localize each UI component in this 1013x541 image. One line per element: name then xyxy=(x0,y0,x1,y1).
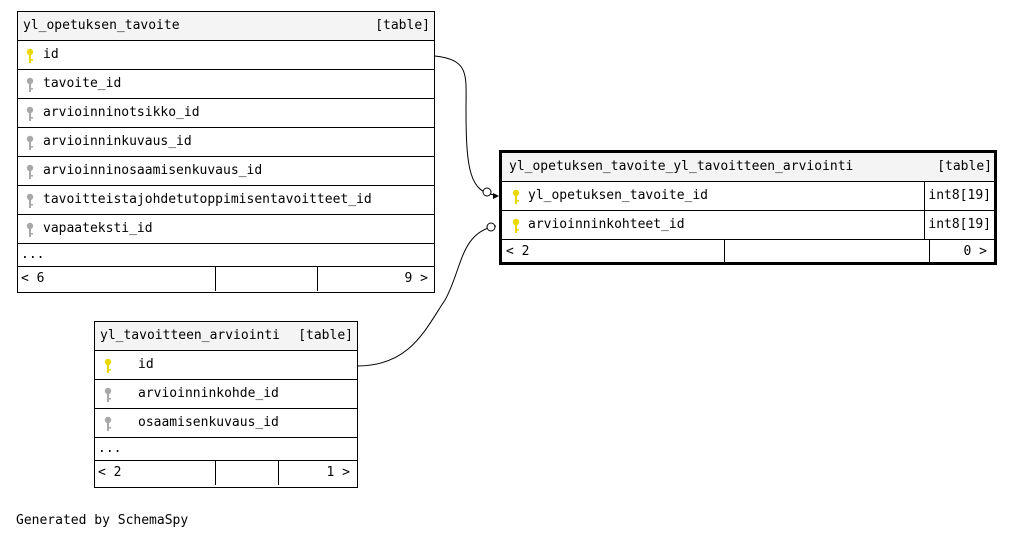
column-type: int8[19] xyxy=(924,182,991,210)
parent-count[interactable]: < 6 xyxy=(21,271,45,286)
column-row[interactable]: id xyxy=(95,351,357,380)
more-columns-indicator[interactable]: ... xyxy=(95,438,357,461)
foreign-key-icon xyxy=(104,416,112,431)
table-footer: < 6 9 > xyxy=(18,267,434,291)
edge-tavoite-to-join xyxy=(434,55,497,196)
column-name: arvioinninkohde_id xyxy=(138,386,279,401)
column-name: id xyxy=(43,47,59,62)
table-type-tag: [table] xyxy=(375,18,430,33)
foreign-key-icon xyxy=(26,164,34,179)
table-header: yl_opetuksen_tavoite_yl_tavoitteen_arvio… xyxy=(502,153,994,182)
column-row[interactable]: osaamisenkuvaus_id xyxy=(95,409,357,438)
column-row[interactable]: arvioinninkuvaus_id xyxy=(18,128,434,157)
parent-count[interactable]: < 2 xyxy=(98,465,122,480)
table-name: yl_opetuksen_tavoite xyxy=(23,18,180,33)
foreign-key-icon xyxy=(26,106,34,121)
row-count xyxy=(215,267,317,291)
primary-key-icon xyxy=(26,48,34,63)
row-count xyxy=(215,461,278,485)
column-row[interactable]: vapaateksti_id xyxy=(18,215,434,244)
column-row[interactable]: arvioinninkohde_id xyxy=(95,380,357,409)
column-name: arvioinninkohteet_id xyxy=(528,217,685,232)
child-count[interactable]: 1 > xyxy=(278,461,357,485)
foreign-key-icon xyxy=(104,387,112,402)
table-footer: < 2 1 > xyxy=(95,461,357,485)
edge-arviointi-optional-marker xyxy=(486,222,496,232)
column-name: arvioinninkuvaus_id xyxy=(43,134,192,149)
table-footer: < 2 0 > xyxy=(502,240,994,264)
column-name: arvioinninotsikko_id xyxy=(43,105,200,120)
edge-tavoite-many-marker xyxy=(493,193,499,199)
column-name: tavoite_id xyxy=(43,76,122,91)
primary-key-icon xyxy=(512,189,520,204)
generated-by-note: Generated by SchemaSpy xyxy=(16,513,189,528)
edge-arviointi-to-join xyxy=(356,225,497,367)
table-type-tag: [table] xyxy=(937,159,992,174)
table-type-tag: [table] xyxy=(298,328,353,343)
column-name: id xyxy=(138,357,154,372)
column-row[interactable]: id xyxy=(18,41,434,70)
column-name: yl_opetuksen_tavoite_id xyxy=(528,188,709,203)
foreign-key-icon xyxy=(26,193,34,208)
foreign-key-icon xyxy=(26,77,34,92)
parent-count[interactable]: < 2 xyxy=(506,244,530,259)
primary-key-icon xyxy=(512,218,520,233)
column-row[interactable]: tavoite_id xyxy=(18,70,434,99)
table-header: yl_tavoitteen_arviointi [table] xyxy=(95,322,357,351)
child-count[interactable]: 0 > xyxy=(929,240,994,264)
table-header: yl_opetuksen_tavoite [table] xyxy=(18,12,434,41)
column-name: tavoitteistajohdetutoppimisentavoitteet_… xyxy=(43,192,372,207)
column-name: vapaateksti_id xyxy=(43,221,153,236)
table-name: yl_opetuksen_tavoite_yl_tavoitteen_arvio… xyxy=(509,159,854,174)
column-row[interactable]: yl_opetuksen_tavoite_id int8[19] xyxy=(502,182,994,211)
row-count xyxy=(724,240,929,264)
foreign-key-icon xyxy=(26,135,34,150)
column-row[interactable]: tavoitteistajohdetutoppimisentavoitteet_… xyxy=(18,186,434,215)
column-row[interactable]: arvioinninkohteet_id int8[19] xyxy=(502,211,994,240)
child-count[interactable]: 9 > xyxy=(317,267,434,291)
table-yl-tavoitteen-arviointi[interactable]: yl_tavoitteen_arviointi [table] id arvio… xyxy=(94,321,358,488)
more-columns-indicator[interactable]: ... xyxy=(18,244,434,267)
column-row[interactable]: arvioinninosaamisenkuvaus_id xyxy=(18,157,434,186)
column-row[interactable]: arvioinninotsikko_id xyxy=(18,99,434,128)
column-name: osaamisenkuvaus_id xyxy=(138,415,279,430)
column-type: int8[19] xyxy=(924,211,991,239)
table-name: yl_tavoitteen_arviointi xyxy=(100,328,281,343)
table-yl-opetuksen-tavoite-yl-tavoitteen-arviointi[interactable]: yl_opetuksen_tavoite_yl_tavoitteen_arvio… xyxy=(499,150,997,265)
primary-key-icon xyxy=(104,358,112,373)
edge-tavoite-optional-marker xyxy=(482,187,492,197)
foreign-key-icon xyxy=(26,222,34,237)
table-yl-opetuksen-tavoite[interactable]: yl_opetuksen_tavoite [table] id tavoite_… xyxy=(17,11,435,293)
column-name: arvioinninosaamisenkuvaus_id xyxy=(43,163,263,178)
